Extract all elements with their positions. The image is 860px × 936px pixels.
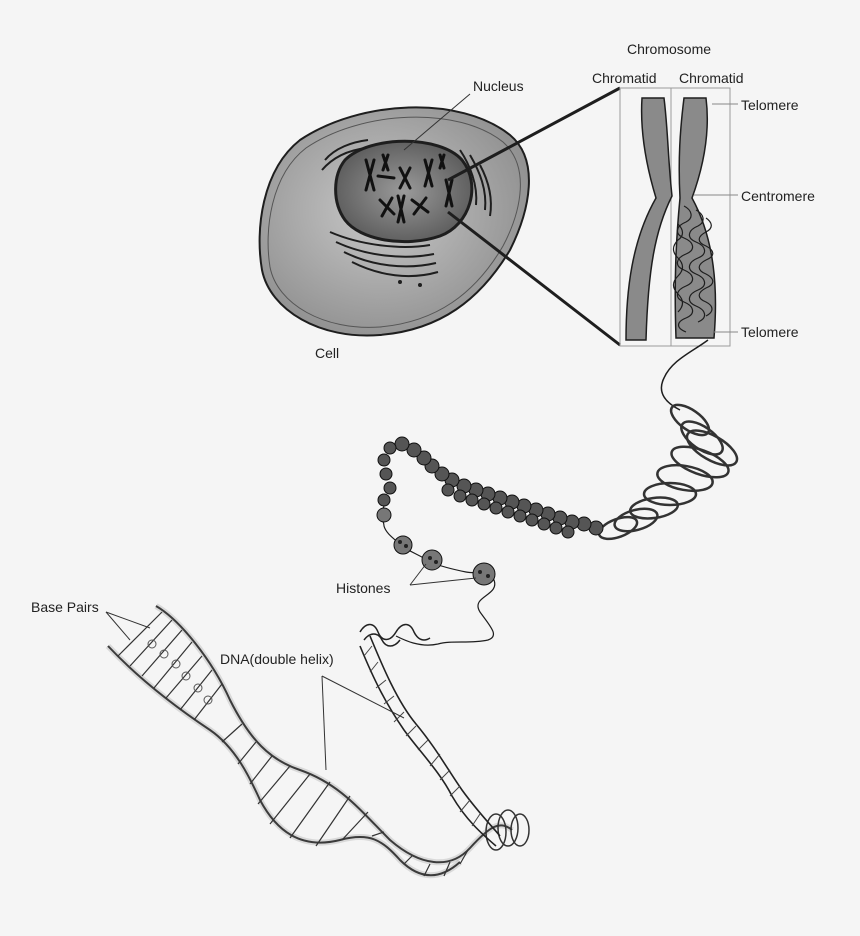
base-pairs-pointer-lines bbox=[105, 611, 151, 641]
dna-backbone-a bbox=[155, 605, 513, 864]
label-nucleus: Nucleus bbox=[473, 78, 524, 94]
label-chromatid-left: Chromatid bbox=[592, 70, 657, 86]
label-telomere-bottom: Telomere bbox=[741, 324, 799, 340]
base-pair-letters bbox=[147, 639, 213, 705]
dna-double-helix-small bbox=[359, 623, 501, 847]
chromosome-box bbox=[619, 87, 731, 347]
chromatin-coils bbox=[672, 205, 714, 333]
dna-small-rungs bbox=[363, 645, 481, 827]
label-base-pairs: Base Pairs bbox=[31, 599, 99, 615]
label-chromosome: Chromosome bbox=[627, 41, 712, 57]
base-pair-rungs bbox=[117, 611, 469, 877]
label-dna-double-helix: DNA(double helix) bbox=[220, 651, 334, 667]
dna-backbone-a-inner bbox=[154, 603, 514, 866]
zoom-lines bbox=[447, 86, 621, 347]
label-chromatid-right: Chromatid bbox=[679, 70, 744, 86]
chromosome-left-chromatid bbox=[625, 97, 673, 341]
solenoid-coils bbox=[597, 403, 739, 541]
label-telomere-top: Telomere bbox=[741, 97, 799, 113]
helix-end-coils bbox=[485, 809, 530, 851]
nucleus bbox=[334, 139, 474, 244]
nucleosome-bead-detail bbox=[398, 540, 490, 578]
chromosome-panel bbox=[619, 87, 738, 347]
chromosome-pointer-lines bbox=[694, 103, 738, 333]
dna-pointer-lines bbox=[321, 675, 405, 771]
dna-backbone-b-inner bbox=[105, 643, 463, 879]
dna-small-backbone-b bbox=[359, 645, 497, 847]
chromosome-right-chromatid bbox=[674, 97, 717, 339]
label-centromere: Centromere bbox=[741, 188, 815, 204]
nuclear-chromosomes bbox=[364, 153, 454, 224]
chromatin-fiber bbox=[376, 339, 739, 646]
nucleus-pointer-line bbox=[403, 93, 471, 151]
nuclear-envelope bbox=[334, 139, 474, 244]
dna-small-top-coil bbox=[359, 623, 431, 647]
dna-backbone-b bbox=[107, 645, 461, 877]
label-histones: Histones bbox=[336, 580, 391, 596]
histones-pointer-lines bbox=[409, 563, 477, 586]
dna-double-helix-large bbox=[105, 603, 530, 879]
nucleosome-beads bbox=[376, 507, 496, 586]
dna-small-backbone-a bbox=[369, 635, 501, 837]
nucleosome-fiber bbox=[377, 436, 604, 539]
label-cell: Cell bbox=[315, 345, 340, 361]
dna-strand-from-chromosome bbox=[660, 339, 709, 411]
